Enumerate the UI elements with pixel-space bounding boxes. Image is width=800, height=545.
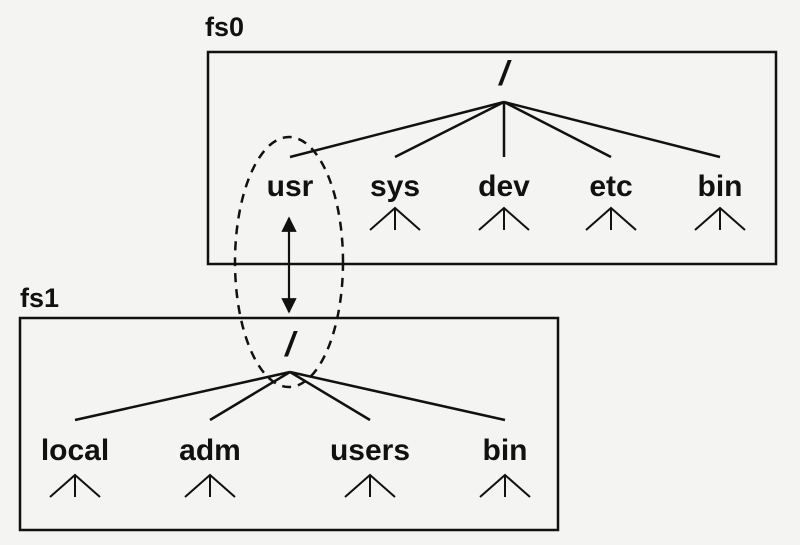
fs0-subtree-dev [478, 206, 530, 231]
mount-point-ellipse [233, 135, 345, 389]
fs1-box [18, 316, 560, 532]
fs1-root: / [283, 326, 298, 364]
fs0-node-etc: etc [589, 170, 632, 203]
fs0-edge-etc [503, 100, 612, 159]
fs1-subtree-users [344, 473, 396, 498]
fs1-node-users: users [330, 434, 410, 467]
fs1-subtree-local [49, 473, 101, 498]
fs1-edge-local [74, 370, 291, 422]
fs1-edge-adm [209, 370, 291, 422]
fs0-subtree-markers [369, 206, 746, 231]
fs1-edges [74, 370, 506, 422]
fs0-edges [289, 100, 721, 159]
fs1-subtree-markers [49, 473, 531, 498]
fs0-edge-bin [503, 100, 721, 159]
fs1-subtree-bin [479, 473, 531, 498]
fs0-node-bin: bin [698, 170, 743, 203]
fs0-subtree-sys [369, 206, 421, 231]
fs0-subtree-etc [585, 206, 637, 231]
fs1-node-bin: bin [483, 434, 528, 467]
fs1-subtree-adm [184, 473, 236, 498]
fs1-label: fs1 [20, 283, 59, 313]
fs0-node-dev: dev [478, 170, 530, 203]
fs0-edge-sys [394, 100, 505, 159]
fs0-node-usr: usr [267, 170, 314, 203]
fs0-subtree-bin [694, 206, 746, 231]
fs1-node-local: local [41, 434, 109, 467]
fs1-edge-bin [289, 370, 506, 422]
fs0-box [206, 50, 778, 266]
fs0-node-sys: sys [370, 170, 420, 203]
fs0-label: fs0 [205, 12, 244, 42]
fs1-node-adm: adm [179, 434, 241, 467]
fs0-edge-usr [289, 100, 505, 159]
fs0-root: / [497, 55, 512, 93]
fs1-edge-users [289, 370, 371, 422]
